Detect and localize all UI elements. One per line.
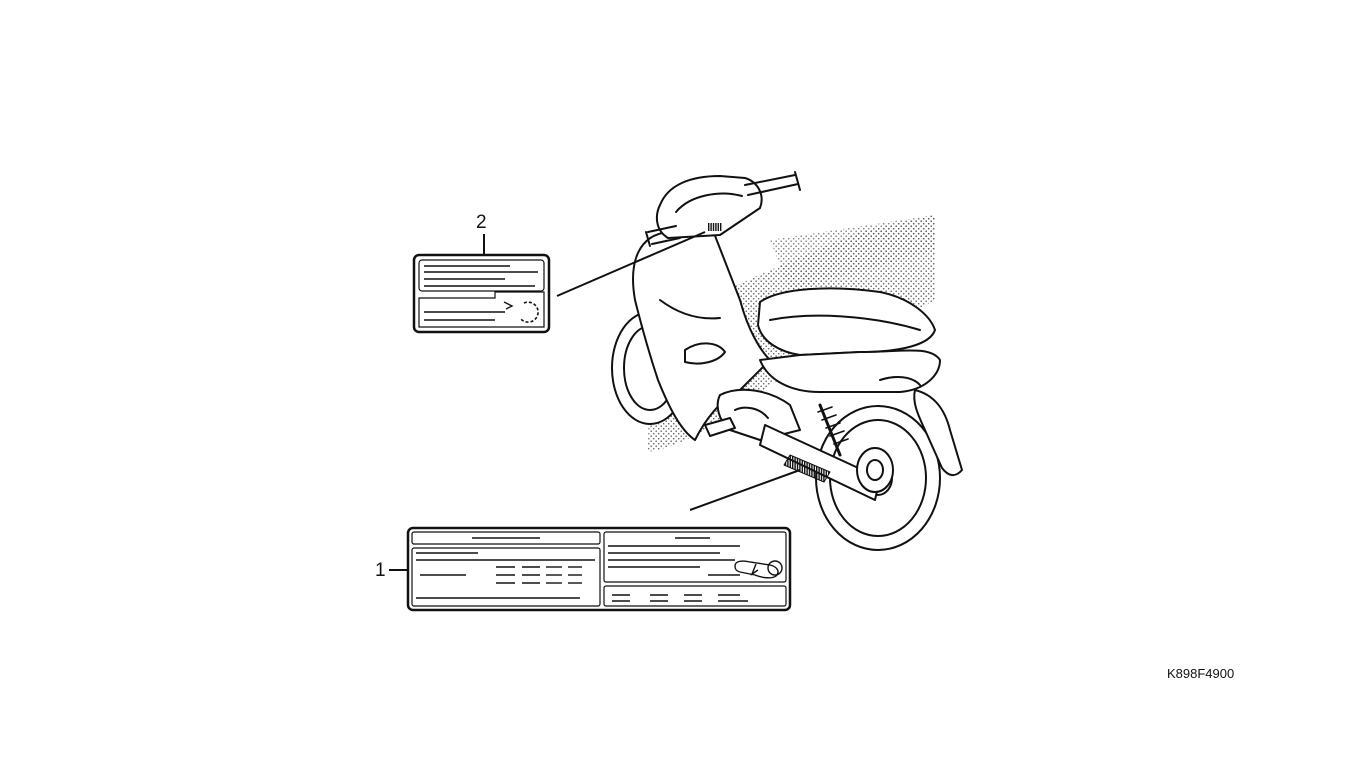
diagram-reference-code: K898F4900 <box>1167 666 1235 681</box>
leader-lines <box>389 231 801 571</box>
callout-number-1: 1 <box>375 560 386 581</box>
leader-line-1 <box>689 469 801 511</box>
label-part-2 <box>412 253 551 334</box>
leader-line-2 <box>556 231 706 297</box>
callout-number-2: 2 <box>476 212 487 233</box>
motorcycle-illustration <box>611 171 963 551</box>
label-part-1 <box>406 526 792 612</box>
